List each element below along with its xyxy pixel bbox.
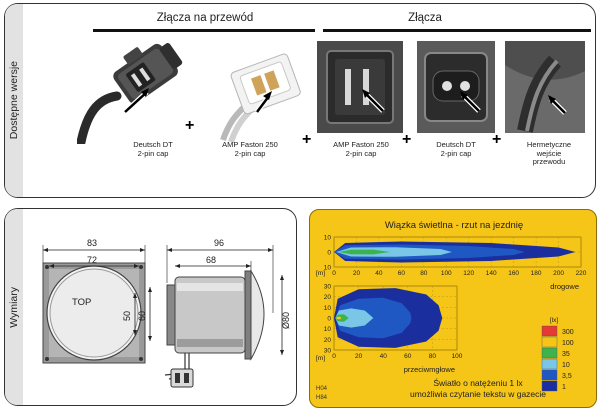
dim-label-83: 83 bbox=[87, 238, 97, 248]
x-tick-label: 140 bbox=[486, 270, 497, 277]
dim-label-60: 60 bbox=[137, 311, 147, 321]
x-unit-label: [m] bbox=[316, 355, 325, 362]
legend-value: 35 bbox=[562, 351, 570, 358]
plus-3: + bbox=[402, 131, 412, 148]
x-tick-label: 100 bbox=[441, 270, 452, 277]
plus-4: + bbox=[492, 131, 502, 148]
model-code-1: H04 bbox=[316, 386, 328, 392]
amp-faston-cable-plug-image bbox=[220, 53, 301, 143]
legend-value: 3,5 bbox=[562, 373, 572, 380]
legend-value: 10 bbox=[562, 362, 570, 369]
caption-amp-faston-cable: AMP Faston 250 2-pin cap bbox=[222, 140, 278, 158]
y-tick-label: 10 bbox=[324, 326, 332, 333]
model-code-2: H84 bbox=[316, 395, 328, 401]
x-tick-label: 80 bbox=[420, 270, 428, 277]
legend-swatch bbox=[541, 369, 558, 381]
lux-legend: [lx]300 100 35 10 3,5 1 bbox=[541, 317, 574, 392]
dim-label-50: 50 bbox=[122, 311, 132, 321]
caption-amp-faston-socket: AMP Faston 250 2-pin cap bbox=[333, 140, 389, 158]
x-tick-label: 40 bbox=[375, 270, 383, 277]
plus-2: + bbox=[302, 131, 312, 148]
y-tick-label: 10 bbox=[324, 235, 332, 242]
chart-title: Wiązka świetlna - rzut na jezdnię bbox=[385, 220, 523, 231]
x-tick-label: 180 bbox=[531, 270, 542, 277]
legend-value: 300 bbox=[562, 329, 574, 336]
dimensions-side-label: Wymiary bbox=[5, 209, 23, 405]
dimensions-drawing: TOP 83 72 50 60 bbox=[42, 238, 291, 388]
x-tick-label: 200 bbox=[553, 270, 564, 277]
hermetic-cable-entry-image bbox=[505, 41, 585, 133]
legend-swatch bbox=[541, 358, 558, 370]
plus-1: + bbox=[185, 117, 195, 134]
x-tick-label: 40 bbox=[380, 353, 388, 360]
x-tick-label: 20 bbox=[353, 270, 361, 277]
dimensions-side-label-text: Wymiary bbox=[8, 286, 20, 328]
dim-label-72: 72 bbox=[87, 255, 97, 265]
deutsch-dt-socket-image bbox=[417, 41, 495, 133]
y-tick-label: 10 bbox=[324, 305, 332, 312]
beam-pattern-chart: Wiązka świetlna - rzut na jezdnię 100100… bbox=[316, 220, 587, 401]
group-bar-left bbox=[93, 29, 315, 32]
amp-faston-socket-image bbox=[317, 41, 403, 133]
versions-panel: Dostępne wersje Złącza na przewód Złącza… bbox=[4, 3, 596, 198]
legend-swatch bbox=[541, 380, 558, 392]
legend-swatch bbox=[541, 336, 558, 348]
beam-isolux-35 bbox=[335, 314, 349, 322]
legend-swatch bbox=[541, 347, 558, 359]
footnote-line-2: umożliwia czytanie tekstu w gazecie bbox=[410, 389, 546, 399]
group-bar-right bbox=[323, 29, 591, 32]
beam-isolux-10 bbox=[336, 247, 452, 257]
beam-isolux-100 bbox=[335, 316, 342, 320]
y-tick-label: 0 bbox=[327, 316, 331, 323]
legend-title: [lx] bbox=[550, 317, 559, 324]
beam-isolux-10 bbox=[335, 308, 374, 328]
versions-side-label-text: Dostępne wersje bbox=[8, 61, 20, 140]
y-tick-label: 10 bbox=[324, 265, 332, 272]
y-tick-label: 20 bbox=[324, 337, 332, 344]
plot-name-label: drogowe bbox=[550, 282, 579, 291]
caption-hermetic-entry: Hermetyczne wejście przewodu bbox=[526, 140, 572, 167]
legend-value: 100 bbox=[562, 340, 574, 347]
x-tick-label: 0 bbox=[332, 270, 336, 277]
x-tick-label: 220 bbox=[576, 270, 587, 277]
plot-name-label: przeciwmgłowe bbox=[404, 365, 455, 374]
dim-label-68: 68 bbox=[206, 255, 216, 265]
footnote-line-1: Światło o natężeniu 1 lx bbox=[433, 377, 523, 388]
beam-isolux-35 bbox=[338, 249, 391, 255]
group-title-connectors: Złącza bbox=[408, 12, 442, 24]
y-tick-label: 0 bbox=[327, 250, 331, 257]
x-tick-label: 100 bbox=[452, 353, 463, 360]
legend-swatch bbox=[541, 325, 558, 337]
deutsch-dt-cable-plug-image bbox=[77, 43, 183, 144]
x-tick-label: 120 bbox=[463, 270, 474, 277]
dim-label-96: 96 bbox=[214, 238, 224, 248]
dimensions-panel: Wymiary TOP 83 72 50 bbox=[4, 208, 297, 406]
y-tick-label: 30 bbox=[324, 284, 332, 291]
x-tick-label: 60 bbox=[398, 270, 406, 277]
x-tick-label: 80 bbox=[429, 353, 437, 360]
dim-label-diameter: Ø80 bbox=[281, 312, 291, 329]
versions-side-label: Dostępne wersje bbox=[5, 4, 23, 197]
front-view bbox=[42, 262, 146, 364]
caption-deutsch-dt-socket: Deutsch DT 2-pin cap bbox=[436, 140, 476, 158]
caption-deutsch-dt-cable: Deutsch DT 2-pin cap bbox=[133, 140, 173, 158]
legend-value: 1 bbox=[562, 384, 566, 391]
y-tick-label: 30 bbox=[324, 348, 332, 355]
x-tick-label: 0 bbox=[332, 353, 336, 360]
x-tick-label: 60 bbox=[404, 353, 412, 360]
x-unit-label: [m] bbox=[316, 270, 325, 277]
x-tick-label: 20 bbox=[355, 353, 363, 360]
side-view bbox=[164, 269, 265, 388]
group-title-cable-connectors: Złącza na przewód bbox=[156, 12, 254, 24]
y-tick-label: 20 bbox=[324, 294, 332, 301]
lens-top-label: TOP bbox=[72, 297, 91, 308]
x-tick-label: 160 bbox=[508, 270, 519, 277]
